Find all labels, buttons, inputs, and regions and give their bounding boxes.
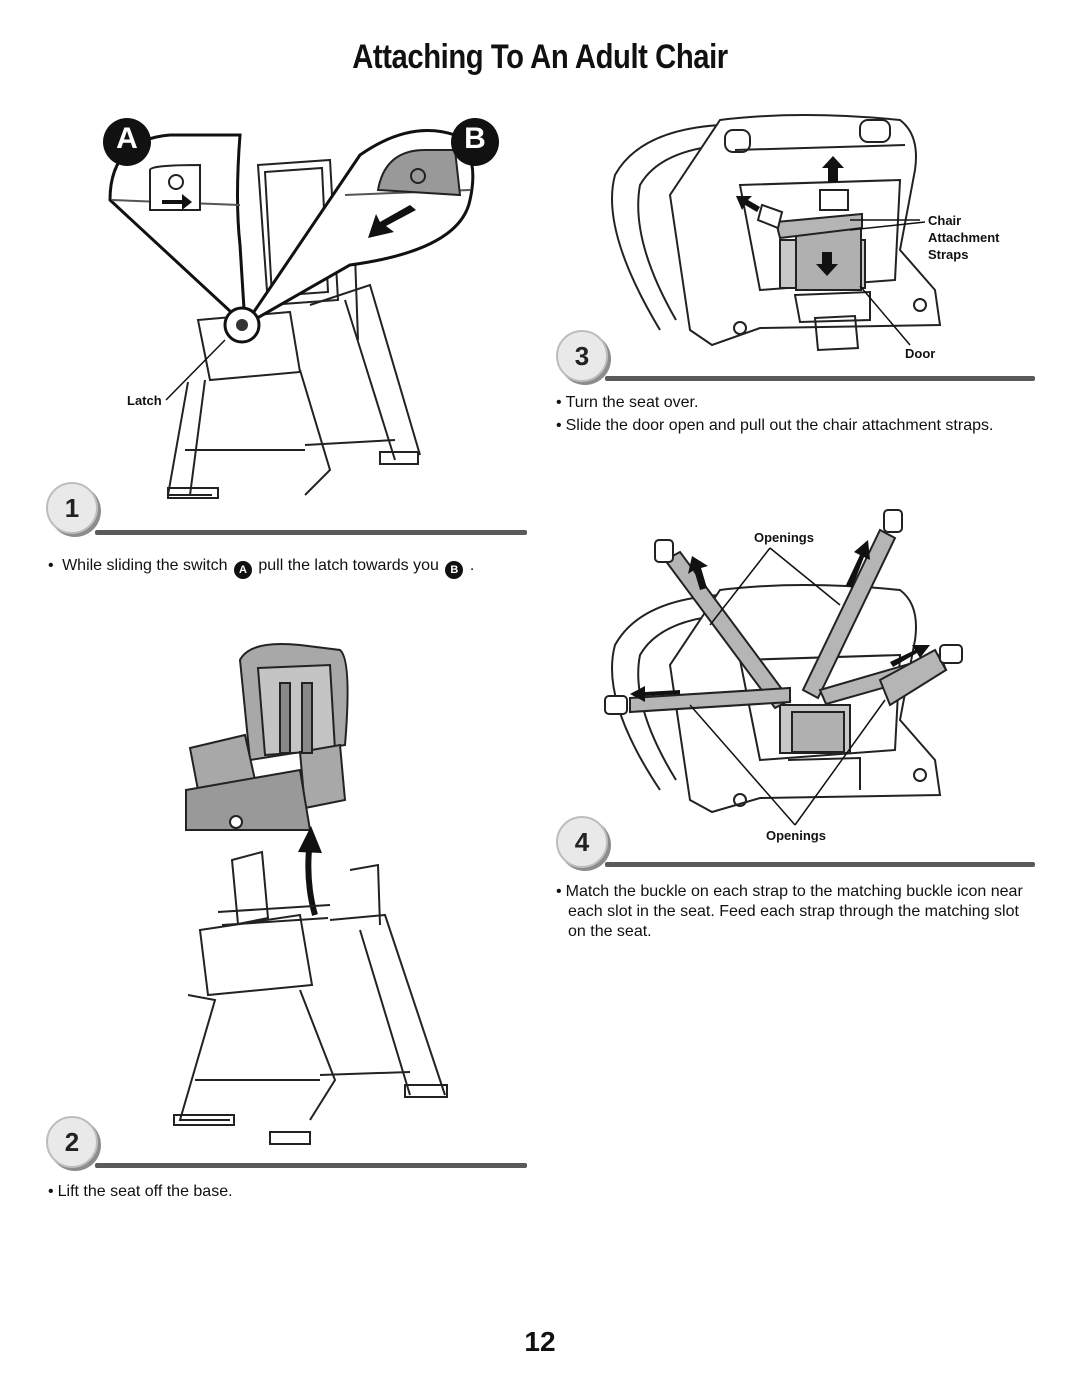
step-2-badge: 2 [46, 1116, 98, 1168]
step-3-number: 3 [574, 340, 590, 371]
step-4-number: 4 [574, 826, 590, 857]
step-3-instruction-1: Turn the seat over. [556, 393, 699, 413]
callout-a-label: A [116, 122, 138, 155]
step-1-rule [95, 530, 527, 535]
step-4-badge: 4 [556, 816, 608, 868]
latch-label: Latch [127, 393, 162, 408]
step-2-instruction: Lift the seat off the base. [48, 1182, 233, 1202]
page-number: 12 [524, 1326, 556, 1357]
step-1-badge: 1 [46, 482, 98, 534]
step-4-rule [605, 862, 1035, 867]
door-label: Door [905, 346, 936, 361]
callout-b-label: B [464, 122, 486, 155]
page-title: Attaching To An Adult Chair [352, 38, 728, 76]
inline-badge-b: B [445, 561, 464, 579]
chair-attachment-straps-label: Chair Attachment Straps [928, 213, 1000, 262]
openings-bottom-label: Openings [766, 828, 826, 843]
step-1-text-middle: pull the latch towards you [258, 557, 439, 574]
step-3-instruction-2: Slide the door open and pull out the cha… [556, 416, 994, 436]
step-2-number: 2 [64, 1126, 80, 1157]
step-1-text-before: While sliding the switch [62, 557, 228, 574]
step-1-text-after: . [469, 557, 475, 574]
step-3-rule [605, 376, 1035, 381]
step-2-rule [95, 1163, 527, 1168]
step-1-number: 1 [64, 492, 80, 523]
step-4-instruction: Match the buckle on each strap to the ma… [556, 882, 1038, 942]
step-1-instruction: While sliding the switch A pull the latc… [48, 556, 474, 579]
inline-badge-a: A [233, 561, 252, 579]
step-3-badge: 3 [556, 330, 608, 382]
openings-top-label: Openings [754, 530, 814, 545]
